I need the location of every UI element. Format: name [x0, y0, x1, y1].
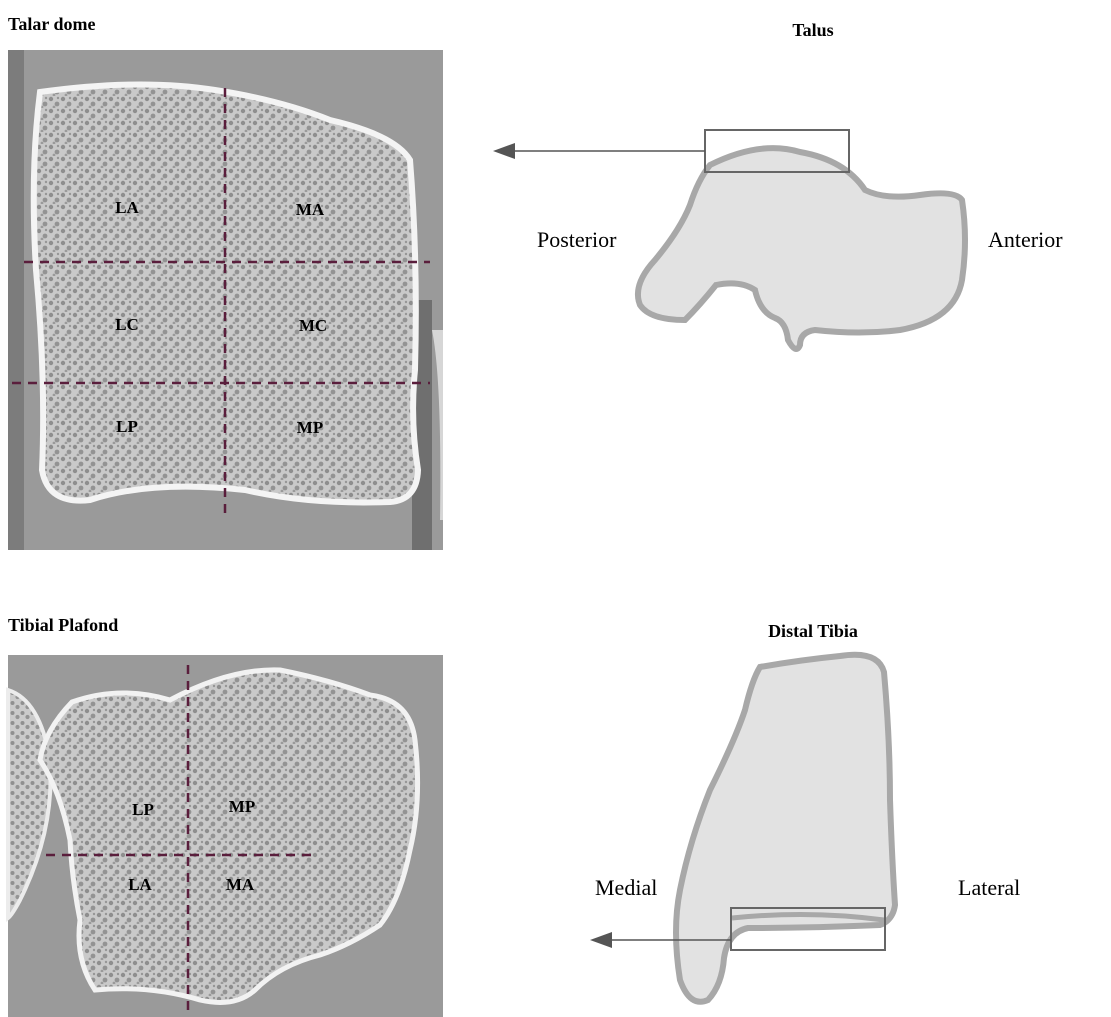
- arrowhead-top: [493, 143, 515, 159]
- region-label-lc: LC: [115, 315, 139, 334]
- talar-bone-section: [34, 84, 418, 502]
- region-label-lp: LP: [132, 800, 154, 819]
- direction-label-medial: Medial: [595, 875, 657, 900]
- talar-dome-title: Talar dome: [8, 14, 96, 34]
- tibial-plafond-scan: LP MP LA MA: [8, 655, 443, 1017]
- region-label-ma: MA: [296, 200, 325, 219]
- talus-outline: [638, 148, 965, 349]
- direction-label-posterior: Posterior: [537, 227, 617, 252]
- scan-side-gap: [8, 50, 24, 550]
- talus-title: Talus: [792, 20, 833, 40]
- region-label-mc: MC: [299, 316, 327, 335]
- tibial-plafond-title: Tibial Plafond: [8, 615, 118, 635]
- region-label-lp: LP: [116, 417, 138, 436]
- arrowhead-bottom: [590, 932, 612, 948]
- distal-tibia-diagram: Medial Lateral: [590, 655, 1020, 1002]
- direction-label-anterior: Anterior: [988, 227, 1063, 252]
- region-label-la: LA: [115, 198, 139, 217]
- region-label-la: LA: [128, 875, 152, 894]
- region-label-ma: MA: [226, 875, 255, 894]
- talar-dome-scan: LA MA LC MC LP MP: [8, 50, 443, 550]
- talus-diagram: Posterior Anterior: [493, 130, 1063, 349]
- region-label-mp: MP: [229, 797, 255, 816]
- direction-label-lateral: Lateral: [958, 875, 1020, 900]
- region-label-mp: MP: [297, 418, 323, 437]
- distal-tibia-title: Distal Tibia: [768, 621, 858, 641]
